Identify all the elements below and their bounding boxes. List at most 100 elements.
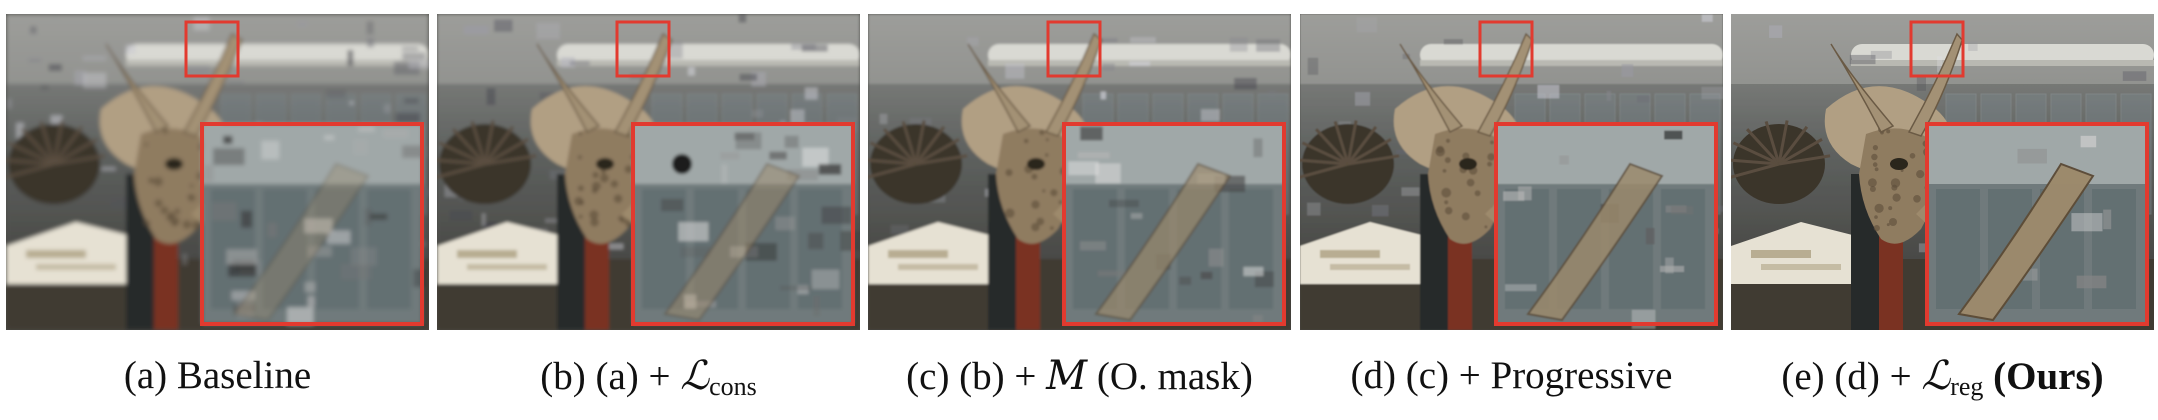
frill-rib [437, 158, 486, 166]
skull-texture [1890, 178, 1901, 188]
artifact [1307, 202, 1321, 216]
artifact [52, 14, 59, 19]
artifact [560, 57, 575, 68]
frill-rib [915, 137, 960, 166]
inset-artifact [287, 307, 314, 325]
scene-group [1300, 14, 1723, 330]
skull-texture [1474, 190, 1481, 197]
artifact [367, 38, 374, 48]
frill-rib [915, 154, 968, 166]
artifact [349, 101, 354, 105]
inset-artifact [1095, 163, 1121, 184]
artifact [1097, 38, 1118, 43]
inset-artifact [818, 164, 842, 175]
inset-horn [1094, 162, 1232, 322]
inset-artifact [769, 151, 787, 160]
left-horn [536, 43, 601, 134]
skull-texture [1874, 215, 1878, 219]
frill-rib [1347, 137, 1392, 166]
left-horn [1830, 43, 1895, 134]
inset-highlight [1496, 124, 1716, 184]
skull-texture [1044, 153, 1049, 157]
skull-texture [154, 199, 163, 208]
artifact [40, 84, 49, 90]
artifact [687, 67, 695, 76]
artifact [801, 44, 828, 52]
skull-texture [1031, 222, 1040, 232]
frill-rib [470, 120, 487, 165]
left-horn [105, 43, 170, 134]
skull-texture [1036, 217, 1045, 226]
skull-texture [1045, 138, 1049, 142]
inset-artifact [326, 230, 351, 244]
inset-artifact [1253, 138, 1263, 158]
inset-artifact [211, 202, 237, 221]
artifact [1129, 61, 1151, 66]
right-horn [613, 32, 673, 137]
artifact [605, 243, 624, 250]
artifact [1268, 90, 1277, 98]
triceratops-render-a [6, 14, 429, 330]
skull-texture [1005, 169, 1013, 177]
artifact [326, 89, 346, 99]
artifact [1201, 109, 1220, 122]
caption-b: (b) (a) + ℒcons [437, 350, 860, 413]
scene-group [6, 14, 429, 330]
plaque-text [26, 250, 86, 258]
artifact [16, 122, 24, 139]
zoom-inset [1927, 124, 2147, 324]
artifact [182, 253, 188, 265]
skull-texture [1005, 208, 1015, 218]
caption-c: (c) (b) + M (O. mask) [868, 350, 1291, 403]
inset-artifact [2071, 213, 2103, 232]
caption-b-subscript: cons [709, 372, 757, 401]
inset-artifact [213, 148, 245, 166]
left-horn [967, 43, 1032, 134]
eye-socket [1459, 158, 1477, 170]
skull-texture [1868, 178, 1877, 188]
inset-artifact [1208, 248, 1224, 267]
inset-artifact [204, 165, 214, 182]
artifact [1916, 77, 1926, 91]
inset-artifact [1505, 284, 1537, 292]
triceratops-render-b [437, 14, 860, 330]
artifact [366, 21, 374, 35]
artifact [2122, 71, 2147, 81]
highlight-box-zoom [631, 122, 855, 326]
inset-artifact [340, 264, 372, 280]
skull-texture [1050, 226, 1054, 231]
skull-texture [1886, 129, 1891, 134]
pipe-shadow [126, 60, 429, 66]
caption-e-subscript: reg [1950, 372, 1984, 401]
inset-artifact [231, 290, 256, 301]
skull-texture [1042, 189, 1046, 193]
skull-texture [600, 169, 606, 175]
artifact [967, 37, 979, 46]
skull-texture [600, 173, 609, 183]
skull-texture [146, 222, 151, 226]
artifact [890, 224, 909, 235]
inset-artifact [1665, 257, 1674, 274]
inset-artifact [745, 243, 777, 261]
inset-artifact [223, 135, 233, 144]
inset-artifact [2017, 148, 2047, 164]
artifact [539, 92, 555, 101]
skull-texture [187, 194, 192, 199]
inset-artifact [228, 263, 257, 277]
artifact [481, 213, 486, 226]
inset-artifact [226, 249, 257, 265]
skull-texture [624, 165, 633, 174]
inset-artifact [2080, 135, 2097, 148]
skull-texture [590, 217, 599, 227]
inset-artifact [734, 132, 755, 141]
inset-artifact [1645, 227, 1655, 245]
skull-texture [592, 171, 599, 179]
frill-rib [483, 125, 515, 165]
artifact [1371, 205, 1389, 217]
right-horn [182, 32, 243, 137]
artifact [1256, 39, 1281, 52]
scene-group [868, 14, 1291, 330]
artifact [494, 19, 513, 32]
frill-rib [484, 137, 529, 166]
inset-artifact [1109, 199, 1139, 208]
